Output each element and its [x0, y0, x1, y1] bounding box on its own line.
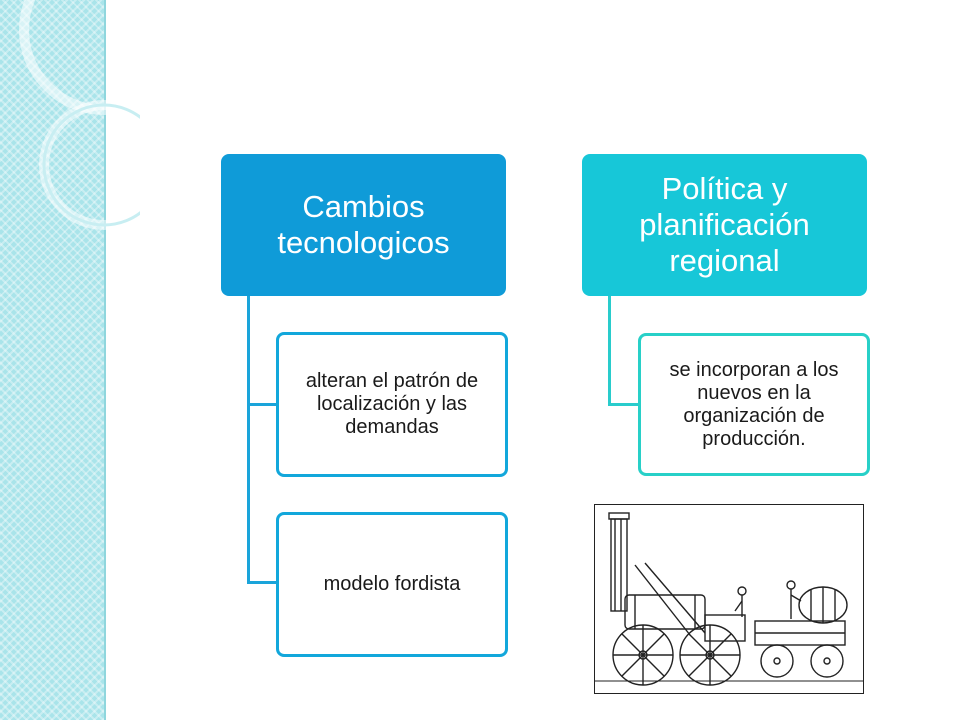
node-politica-planificacion: Política y planificación regional [582, 154, 867, 296]
node-text: alteran el patrón de localización y las … [305, 370, 479, 438]
decorative-circles [19, 0, 140, 230]
steam-locomotive-icon [595, 512, 863, 686]
connector-to-child-2 [247, 581, 278, 584]
connector-to-child-1 [247, 403, 278, 406]
node-cambios-tecnologicos: Cambios tecnologicos [221, 154, 506, 296]
side-decoration-band [0, 0, 106, 720]
node-text: se incorporan a los nuevos en la organiz… [669, 358, 839, 450]
node-text: modelo fordista [323, 573, 461, 595]
node-modelo-fordista: modelo fordista [276, 512, 508, 657]
connector-vertical-right [608, 296, 611, 405]
node-incorporan-produccion: se incorporan a los nuevos en la organiz… [638, 333, 870, 476]
node-title: Cambios tecnologicos [277, 189, 450, 260]
node-patron-localizacion: alteran el patrón de localización y las … [276, 332, 508, 477]
locomotive-image [594, 504, 864, 694]
connector-to-child-right [608, 403, 640, 406]
connector-vertical-left [247, 296, 250, 583]
node-title: Política y planificación regional [639, 171, 810, 278]
